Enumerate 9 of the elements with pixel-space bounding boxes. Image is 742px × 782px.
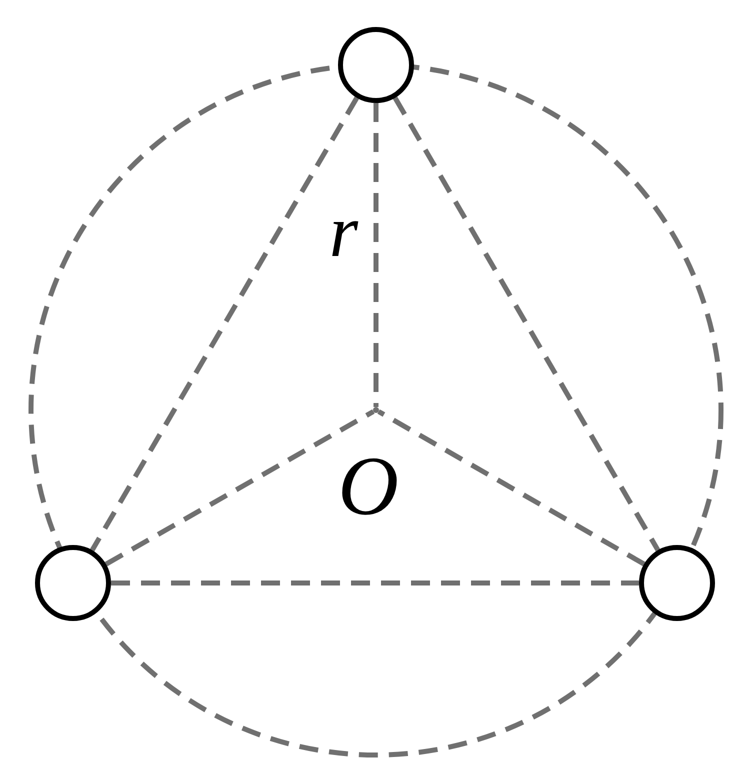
dashed-line (111, 580, 639, 586)
vertex-circle (35, 545, 111, 621)
dashed-line (392, 96, 660, 552)
dashed-line (104, 409, 375, 566)
dashed-line (374, 103, 378, 407)
center-point (373, 407, 379, 413)
dashed-line (377, 409, 646, 566)
dashed-line (90, 96, 359, 552)
vertex-circle (639, 545, 715, 621)
